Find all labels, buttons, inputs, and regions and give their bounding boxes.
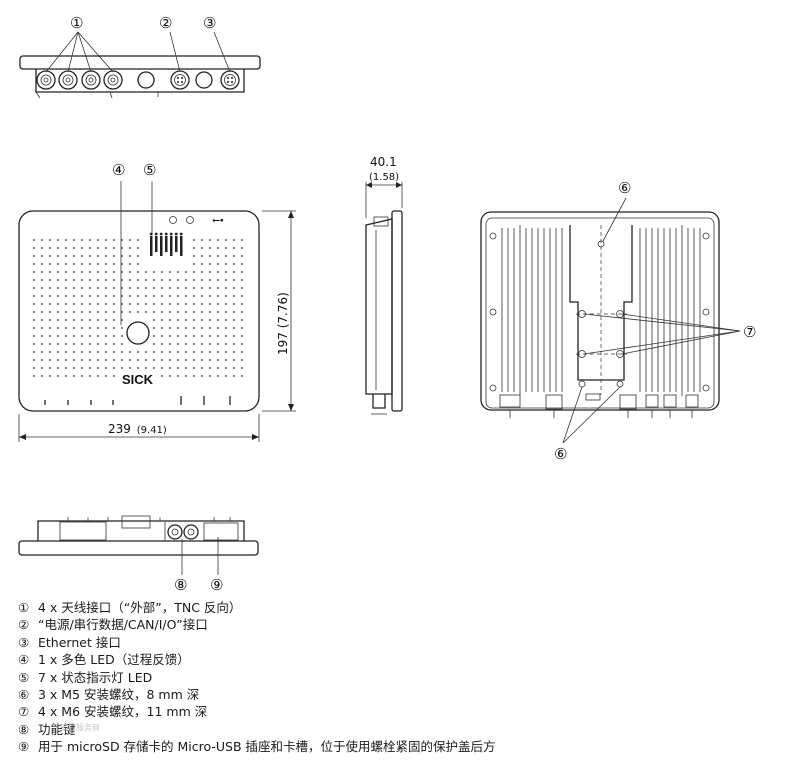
callout-7: ⑦	[743, 323, 756, 341]
bottom-marks	[44, 396, 231, 405]
sick-logo: SICK	[122, 372, 154, 387]
rear-view: ⑥ ⑦ ⑥	[480, 179, 756, 463]
multicolor-led	[126, 321, 150, 345]
front-view: ⭠⬩ SICK ④ ⑤ 239 (9.41) 197 (	[18, 161, 296, 442]
callout-4: ④	[112, 161, 125, 179]
callout-9: ⑨	[210, 576, 223, 594]
legend-item: ②“电源/串行数据/CAN/I/O”接口	[18, 617, 208, 633]
depth-dimension: 40.1	[370, 155, 397, 169]
status-leds	[146, 232, 188, 263]
bottom-view: ⑧ ⑨	[18, 515, 259, 594]
top-view: ① ② ③	[19, 14, 261, 99]
microsd-cover	[203, 522, 239, 541]
technical-drawing: ① ② ③ ⭠⬩ SICK ④	[18, 14, 756, 594]
power-connector	[170, 70, 190, 90]
svg-text:⭠⬩: ⭠⬩	[212, 215, 224, 226]
width-dimension: 239 (9.41)	[108, 422, 167, 436]
height-dimension: 197 (7.76)	[276, 292, 290, 355]
watermark: 工厂服务商	[60, 723, 100, 732]
bottom-ticks	[509, 410, 693, 418]
cooling-fins-left	[501, 228, 563, 392]
mounting-holes-corner	[489, 232, 710, 392]
cooling-fins-right	[639, 228, 701, 392]
callout-8: ⑧	[174, 576, 187, 594]
callout-2: ②	[159, 14, 172, 32]
depth-dimension-inch: (1.58)	[369, 172, 399, 183]
callout-1: ①	[70, 14, 83, 32]
side-view: 40.1 (1.58)	[365, 155, 403, 415]
function-buttons	[167, 524, 199, 540]
bottom-connectors	[499, 393, 699, 410]
speaker-dot-grid	[33, 239, 243, 377]
ethernet-connector	[220, 70, 240, 90]
callout-6-bottom: ⑥	[554, 445, 567, 463]
antenna-connectors	[36, 70, 123, 90]
callout-3: ③	[203, 14, 216, 32]
callout-5: ⑤	[143, 161, 156, 179]
callout-6-top: ⑥	[618, 179, 631, 197]
